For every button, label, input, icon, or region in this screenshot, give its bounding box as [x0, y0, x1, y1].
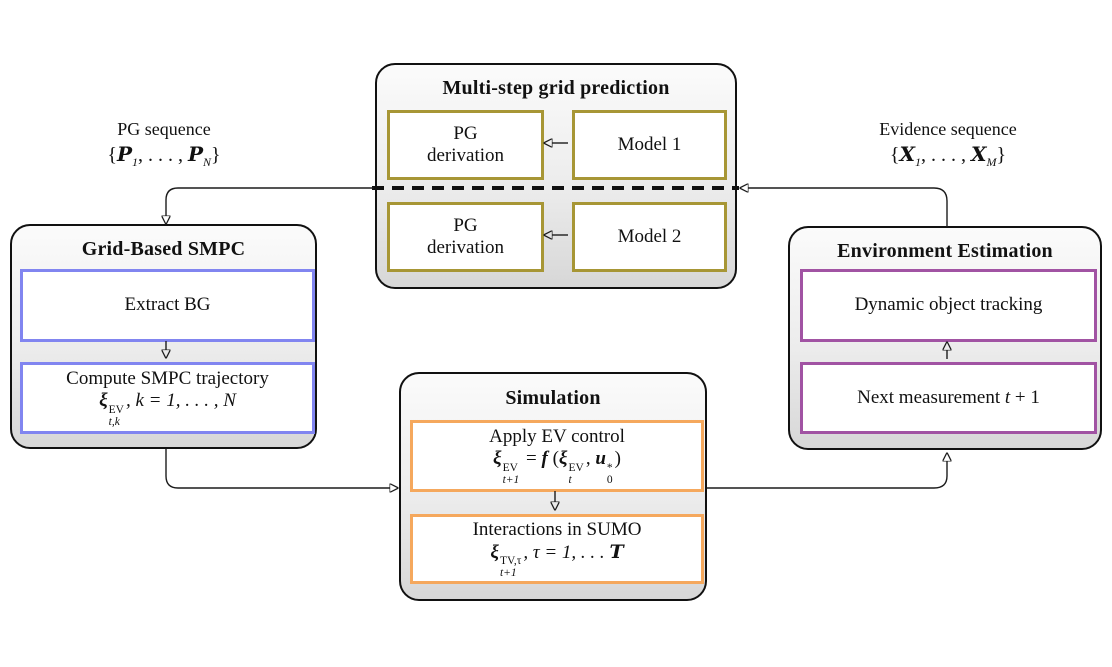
- apply-ev-line1: Apply EV control: [489, 426, 625, 448]
- next-measurement-box: Next measurement t + 1: [800, 362, 1097, 434]
- u-symbol: u: [595, 448, 606, 470]
- smpc-panel: Grid-Based SMPC Extract BG Compute SMPC …: [10, 224, 317, 449]
- xi-symbol: ξ: [490, 541, 499, 563]
- pg-derivation-2-line1: PG: [453, 214, 478, 236]
- script-P-symbol: P: [187, 142, 204, 167]
- prediction-panel-title: Multi-step grid prediction: [442, 77, 670, 99]
- model-2-label: Model 2: [617, 225, 682, 247]
- t-symbol: t: [1004, 386, 1011, 408]
- script-X-symbol: X: [899, 142, 915, 167]
- evidence-sequence-math: {X1, . . . , XM}: [889, 142, 1007, 170]
- smpc-to-simulation-arrow: [165, 449, 390, 488]
- xi-symbol: ξ: [99, 390, 108, 412]
- evidence-sequence-arrow: [748, 188, 948, 227]
- f-symbol: f: [541, 448, 548, 470]
- dynamic-tracking-box: Dynamic object tracking: [800, 269, 1097, 342]
- pg-derivation-1-box: PG derivation: [387, 110, 544, 180]
- simulation-to-environment-arrow: [707, 461, 947, 489]
- xi-symbol: ξ: [493, 448, 502, 470]
- script-P-symbol: P: [116, 142, 132, 167]
- model-1-label: Model 1: [617, 133, 682, 155]
- pg-derivation-2-line2: derivation: [426, 237, 505, 258]
- interactions-line1: Interactions in SUMO: [472, 518, 642, 540]
- prediction-panel: Multi-step grid prediction PG derivation…: [375, 63, 737, 289]
- dynamic-tracking-label: Dynamic object tracking: [854, 294, 1043, 316]
- model-1-box: Model 1: [572, 110, 727, 180]
- extract-bg-label: Extract BG: [124, 294, 211, 316]
- smpc-panel-title: Grid-Based SMPC: [81, 238, 246, 260]
- extract-bg-box: Extract BG: [20, 269, 315, 342]
- xi-symbol: ξ: [558, 448, 568, 470]
- evidence-sequence-label: Evidence sequence {X1, . . . , XM}: [838, 118, 1058, 171]
- simulation-panel-title: Simulation: [505, 387, 601, 409]
- next-measurement-label: Next measurement t + 1: [857, 386, 1040, 408]
- pg-derivation-1-line1: PG: [453, 122, 478, 144]
- pg-sequence-label: PG sequence {P1, . . . , PN}: [58, 118, 270, 171]
- pg-derivation-1-line2: derivation: [426, 145, 505, 166]
- script-T-symbol: T: [609, 540, 624, 563]
- pg-sequence-arrow: [166, 187, 374, 216]
- model-2-box: Model 2: [572, 202, 727, 272]
- environment-panel-title: Environment Estimation: [837, 240, 1053, 262]
- environment-panel: Environment Estimation Dynamic object tr…: [788, 226, 1102, 450]
- script-X-symbol: X: [971, 142, 987, 167]
- compute-smpc-line1: Compute SMPC trajectory: [66, 368, 269, 390]
- pg-sequence-math: {P1, . . . , PN}: [107, 142, 221, 170]
- pg-derivation-2-box: PG derivation: [387, 202, 544, 272]
